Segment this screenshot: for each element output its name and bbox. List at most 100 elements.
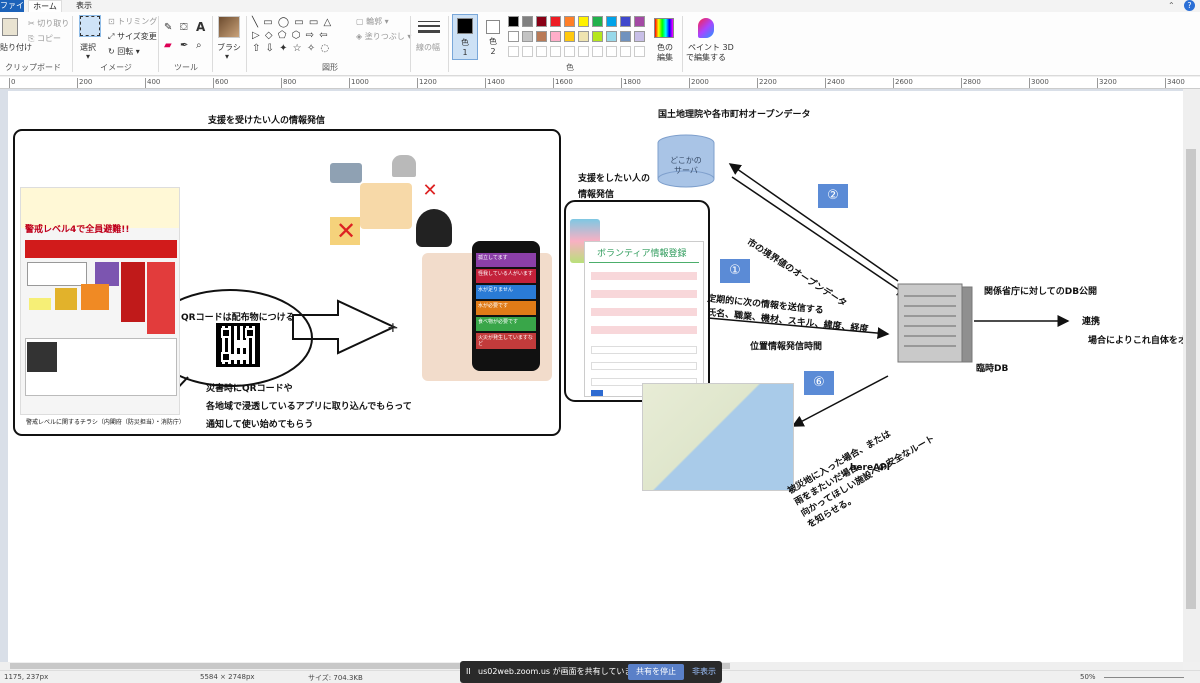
server-name-line1: どこかの: [670, 156, 702, 165]
line-width-button[interactable]: 線の幅: [416, 43, 440, 52]
copy-icon: ⎘: [28, 34, 35, 43]
palette-swatch[interactable]: [578, 16, 589, 27]
line-width-icon[interactable]: [418, 18, 440, 38]
select-icon[interactable]: [79, 15, 101, 37]
palette-swatch[interactable]: [634, 16, 645, 27]
paint3d-icon[interactable]: [698, 18, 714, 38]
paste-icon[interactable]: [2, 18, 18, 36]
ruler-label: 1000: [351, 78, 369, 86]
envelope-cross-icon: ✕: [335, 217, 357, 245]
dropdown-arrow-icon[interactable]: ▾: [86, 52, 91, 61]
color2-button[interactable]: 色 2: [482, 14, 504, 60]
arrow-server-to-cloud: [728, 163, 899, 282]
palette-swatch[interactable]: [592, 31, 603, 42]
palette-swatch[interactable]: [620, 31, 631, 42]
scroll-thumb-horizontal[interactable]: [10, 663, 730, 669]
palette-swatch[interactable]: [620, 16, 631, 27]
palette-swatch[interactable]: [536, 16, 547, 27]
palette-swatch-empty[interactable]: [564, 46, 575, 57]
ribbon-divider: [246, 16, 247, 72]
palette-swatch-empty[interactable]: [634, 46, 645, 57]
select-button[interactable]: 選択: [80, 43, 96, 52]
edit-colors-icon[interactable]: [654, 18, 674, 38]
shapes-gallery[interactable]: ╲ ▭ ◯ ▭ ▭ △▷ ◇ ⬠ ⬡ ⇨ ⇦⇧ ⇩ ✦ ☆ ✧ ◌: [252, 17, 333, 54]
palette-swatch-empty[interactable]: [578, 46, 589, 57]
fill-button[interactable]: ◈ 塗りつぶし ▾: [356, 32, 412, 41]
palette-swatch[interactable]: [564, 16, 575, 27]
pause-icon[interactable]: II: [466, 667, 471, 676]
brush-button[interactable]: ブラシ: [217, 43, 241, 52]
palette-swatch-empty[interactable]: [592, 46, 603, 57]
color-picker-icon[interactable]: ✒: [180, 40, 189, 51]
palette-swatch[interactable]: [550, 31, 561, 42]
tab-file[interactable]: ファイル: [0, 0, 24, 22]
fill-bucket-icon[interactable]: ⛋: [180, 22, 188, 33]
ruler-tick: [1097, 78, 1098, 88]
palette-swatch-empty[interactable]: [606, 46, 617, 57]
paint3d-label-2[interactable]: で編集する: [686, 53, 726, 62]
ruler-tick: [757, 78, 758, 88]
color1-button[interactable]: 色 1: [452, 14, 478, 60]
magnifier-icon[interactable]: ⌕: [196, 40, 202, 51]
resize-button[interactable]: ⤢ サイズ変更: [108, 31, 157, 42]
palette-swatch[interactable]: [536, 31, 547, 42]
palette-swatch[interactable]: [508, 16, 519, 27]
palette-swatch[interactable]: [564, 31, 575, 42]
pencil-icon[interactable]: ✎: [164, 22, 173, 33]
edit-colors-label[interactable]: 色の: [657, 43, 673, 52]
ruler-label: 200: [79, 78, 93, 86]
palette-swatch-empty[interactable]: [536, 46, 547, 57]
color2-swatch: [486, 20, 500, 34]
collapse-ribbon-icon[interactable]: ⌃: [1168, 1, 1175, 10]
ruler-label: 800: [283, 78, 297, 86]
palette-swatch[interactable]: [634, 31, 645, 42]
scroll-thumb[interactable]: [1186, 149, 1196, 609]
zoom-slider[interactable]: [1104, 677, 1184, 678]
family-illustration: [360, 183, 412, 229]
ruler-label: 3400: [1167, 78, 1185, 86]
tab-home[interactable]: ホーム: [28, 0, 62, 12]
palette-swatch[interactable]: [522, 31, 533, 42]
color2-number: 2: [490, 47, 496, 56]
stop-sharing-button[interactable]: 共有を停止: [628, 664, 684, 680]
smartphone: 孤立してます怪我している人がいます水が足りません水が必要です食べ物が必要です火災…: [472, 241, 540, 371]
text-tool-icon[interactable]: A: [196, 20, 206, 34]
crop-button[interactable]: ⊡ トリミング: [108, 16, 157, 27]
image-group-label: イメージ: [100, 63, 132, 72]
edit-colors-label-2[interactable]: 編集: [657, 53, 673, 62]
palette-swatch[interactable]: [522, 16, 533, 27]
ribbon-divider: [72, 16, 73, 72]
ruler-label: 2600: [895, 78, 913, 86]
palette-swatch[interactable]: [592, 16, 603, 27]
palette-swatch-empty[interactable]: [620, 46, 631, 57]
eraser-icon[interactable]: ▰: [164, 40, 172, 51]
brush-icon[interactable]: [218, 16, 240, 38]
paste-button[interactable]: 貼り付け: [0, 43, 32, 52]
vertical-scrollbar[interactable]: [1183, 89, 1200, 662]
palette-swatch-empty[interactable]: [522, 46, 533, 57]
palette-swatch[interactable]: [578, 31, 589, 42]
envelope-icon: [330, 217, 360, 245]
gov-open-data-label: 国土地理院や各市町村オープンデータ: [658, 110, 811, 120]
palette-swatch[interactable]: [550, 16, 561, 27]
outline-button[interactable]: ▢ 輪郭 ▾: [356, 17, 389, 26]
palette-swatch[interactable]: [508, 31, 519, 42]
drawing-canvas[interactable]: 支援を受けたい人の情報発信 警戒レベル4で全員避難!! 警戒レベルに関するチラシ…: [8, 91, 1187, 662]
tab-view[interactable]: 表示: [76, 1, 92, 10]
hide-banner-button[interactable]: 非表示: [692, 667, 716, 676]
palette-swatch[interactable]: [606, 16, 617, 27]
cut-button[interactable]: ✂ 切り取り: [28, 18, 69, 29]
copy-button[interactable]: ⎘ コピー: [28, 33, 61, 44]
dropdown-arrow-icon[interactable]: ▾: [225, 52, 230, 61]
ribbon-divider: [410, 16, 411, 72]
rotate-icon: ↻: [108, 47, 115, 56]
paint3d-label[interactable]: ペイント 3D: [688, 43, 734, 52]
palette-swatch-empty[interactable]: [508, 46, 519, 57]
step-badge-2: ②: [818, 184, 848, 208]
rotate-button[interactable]: ↻ 回転 ▾: [108, 47, 140, 56]
screen-share-banner: II us02web.zoom.us が画面を共有しています。 共有を停止 非表…: [460, 661, 722, 683]
palette-swatch-empty[interactable]: [550, 46, 561, 57]
ministry-db-label: 関係省庁に対してのDB公開: [984, 287, 1098, 297]
help-icon[interactable]: ?: [1184, 0, 1195, 11]
palette-swatch[interactable]: [606, 31, 617, 42]
